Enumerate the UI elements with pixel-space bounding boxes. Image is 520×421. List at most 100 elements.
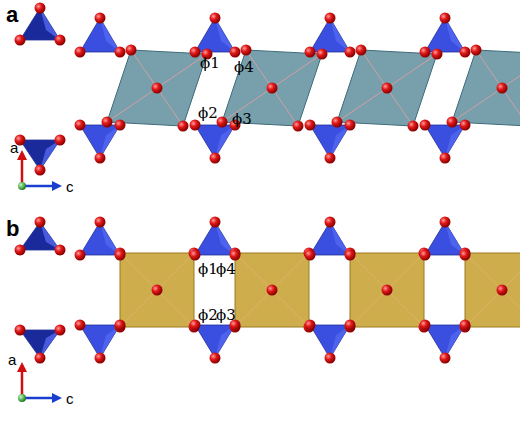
oxygen-atom — [440, 13, 451, 24]
oxygen-atom — [115, 250, 126, 261]
oxygen-atom — [460, 320, 471, 331]
octahedron — [465, 253, 520, 327]
oxygen-atom — [75, 120, 86, 131]
oxygen-atom — [497, 285, 508, 296]
angle-label: ϕ1 — [200, 56, 220, 71]
octahedron — [222, 50, 322, 126]
oxygen-atom — [267, 285, 278, 296]
oxygen-atom — [241, 45, 252, 56]
oxygen-atom — [95, 353, 106, 364]
oxygen-atom — [210, 353, 221, 364]
panel-label: b — [6, 218, 19, 240]
angle-label: ϕ4 — [216, 262, 236, 277]
oxygen-atom — [230, 47, 241, 58]
oxygen-atom — [305, 320, 316, 331]
panel-label: a — [6, 4, 18, 26]
oxygen-atom — [230, 250, 241, 261]
oxygen-atom — [115, 47, 126, 58]
oxygen-atom — [382, 285, 393, 296]
oxygen-atom — [178, 121, 189, 132]
oxygen-atom — [115, 120, 126, 131]
oxygen-atom — [217, 117, 228, 128]
oxygen-atom — [75, 47, 86, 58]
oxygen-atom — [325, 153, 336, 164]
angle-label: ϕ3 — [216, 308, 236, 323]
oxygen-atom — [305, 47, 316, 58]
bond — [235, 253, 309, 327]
tetrahedron-face — [445, 18, 465, 52]
oxygen-atom — [408, 121, 419, 132]
oxygen-atom — [420, 120, 431, 131]
bond — [476, 50, 520, 126]
oxygen-atom — [35, 3, 46, 14]
axis-label: c — [66, 179, 74, 194]
oxygen-atom — [420, 320, 431, 331]
oxygen-atom — [35, 165, 46, 176]
tetrahedron-face — [40, 8, 60, 40]
oxygen-atom — [325, 217, 336, 228]
oxygen-atom — [447, 117, 458, 128]
oxygen-atom — [210, 153, 221, 164]
tetrahedron-face — [445, 125, 465, 158]
oxygen-atom — [190, 47, 201, 58]
octahedron — [350, 253, 424, 327]
axis-label: a — [8, 352, 16, 367]
oxygen-atom — [345, 250, 356, 261]
axis-label: a — [10, 140, 18, 155]
oxygen-atom — [95, 217, 106, 228]
oxygen-atom — [305, 120, 316, 131]
oxygen-atom — [55, 135, 66, 146]
oxygen-atom — [345, 120, 356, 131]
oxygen-atom — [55, 245, 66, 256]
oxygen-atom — [432, 49, 443, 60]
bond — [131, 50, 183, 126]
bond — [107, 54, 207, 122]
oxygen-atom — [15, 35, 26, 46]
oxygen-atom — [95, 13, 106, 24]
bond — [246, 50, 298, 126]
oxygen-atom — [471, 45, 482, 56]
oxygen-atom — [325, 13, 336, 24]
oxygen-atom — [152, 83, 163, 94]
oxygen-atom — [460, 47, 471, 58]
octahedron — [107, 50, 207, 126]
oxygen-atom — [55, 325, 66, 336]
octahedron — [452, 50, 520, 126]
bond — [235, 253, 309, 327]
oxygen-atom — [152, 285, 163, 296]
octahedron — [337, 50, 437, 126]
oxygen-atom — [440, 217, 451, 228]
oxygen-atom — [420, 250, 431, 261]
tetrahedron-face — [100, 18, 120, 52]
oxygen-atom — [356, 45, 367, 56]
tetrahedron-face — [330, 125, 350, 158]
tetrahedron-face — [215, 125, 235, 158]
oxygen-atom — [420, 47, 431, 58]
oxygen-atom — [126, 45, 137, 56]
oxygen-atom — [115, 320, 126, 331]
oxygen-atom — [497, 83, 508, 94]
oxygen-atom — [55, 35, 66, 46]
oxygen-atom — [332, 117, 343, 128]
oxygen-atom — [190, 250, 201, 261]
tetrahedron-face — [215, 18, 235, 52]
oxygen-atom — [95, 153, 106, 164]
oxygen-atom — [293, 121, 304, 132]
oxygen-atom — [35, 217, 46, 228]
oxygen-atom — [15, 325, 26, 336]
angle-label: ϕ3 — [232, 112, 252, 127]
octahedron — [235, 253, 309, 327]
oxygen-atom — [102, 117, 113, 128]
angle-label: ϕ2 — [198, 308, 218, 323]
oxygen-atom — [325, 353, 336, 364]
oxygen-atom — [345, 47, 356, 58]
oxygen-atom — [15, 245, 26, 256]
oxygen-atom — [75, 250, 86, 261]
oxygen-atom — [460, 250, 471, 261]
bond — [337, 54, 437, 122]
angle-label: ϕ1 — [198, 262, 218, 277]
oxygen-atom — [460, 120, 471, 131]
bond — [361, 50, 413, 126]
